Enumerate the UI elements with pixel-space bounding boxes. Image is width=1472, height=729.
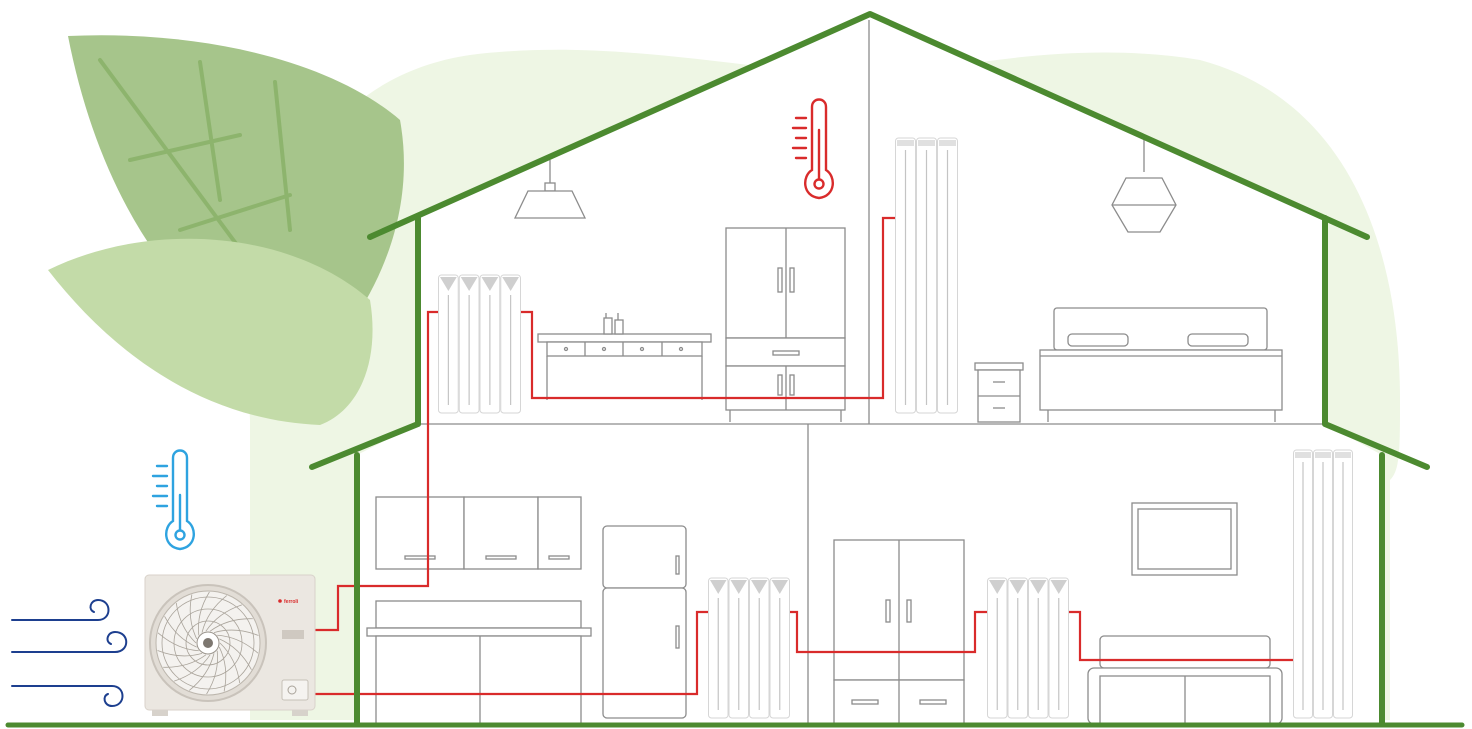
- desk: [537, 313, 712, 400]
- wardrobe: [833, 539, 965, 725]
- brand-label: ferroli: [284, 599, 299, 605]
- thermometer-icon: [151, 449, 195, 551]
- radiator-icon: [1293, 449, 1353, 719]
- radiators: [438, 137, 1353, 719]
- lamp-icon: [1111, 140, 1177, 233]
- wind-icon: [11, 598, 128, 708]
- brand-dot: [278, 599, 282, 603]
- kitchen-counter: [366, 600, 592, 725]
- radiator-icon: [438, 274, 521, 414]
- wall-picture: [1131, 502, 1238, 576]
- fridge: [602, 525, 687, 719]
- nightstand: [974, 362, 1024, 423]
- heat-pump-icon: ferroli: [144, 574, 316, 716]
- radiator-icon: [708, 577, 790, 719]
- radiator-icon: [895, 137, 958, 414]
- radiator-icon: [987, 577, 1069, 719]
- house-outline: [309, 11, 1430, 727]
- interior-walls: [418, 20, 1325, 724]
- thermometer-icon: [791, 98, 834, 200]
- sofa: [1087, 635, 1283, 725]
- heating-pipes: [315, 216, 1293, 696]
- bed: [1039, 307, 1283, 422]
- wardrobe: [725, 227, 846, 422]
- wall-cabinets: [375, 496, 582, 570]
- lamp-icon: [513, 160, 587, 219]
- leaf-icon: [48, 238, 373, 425]
